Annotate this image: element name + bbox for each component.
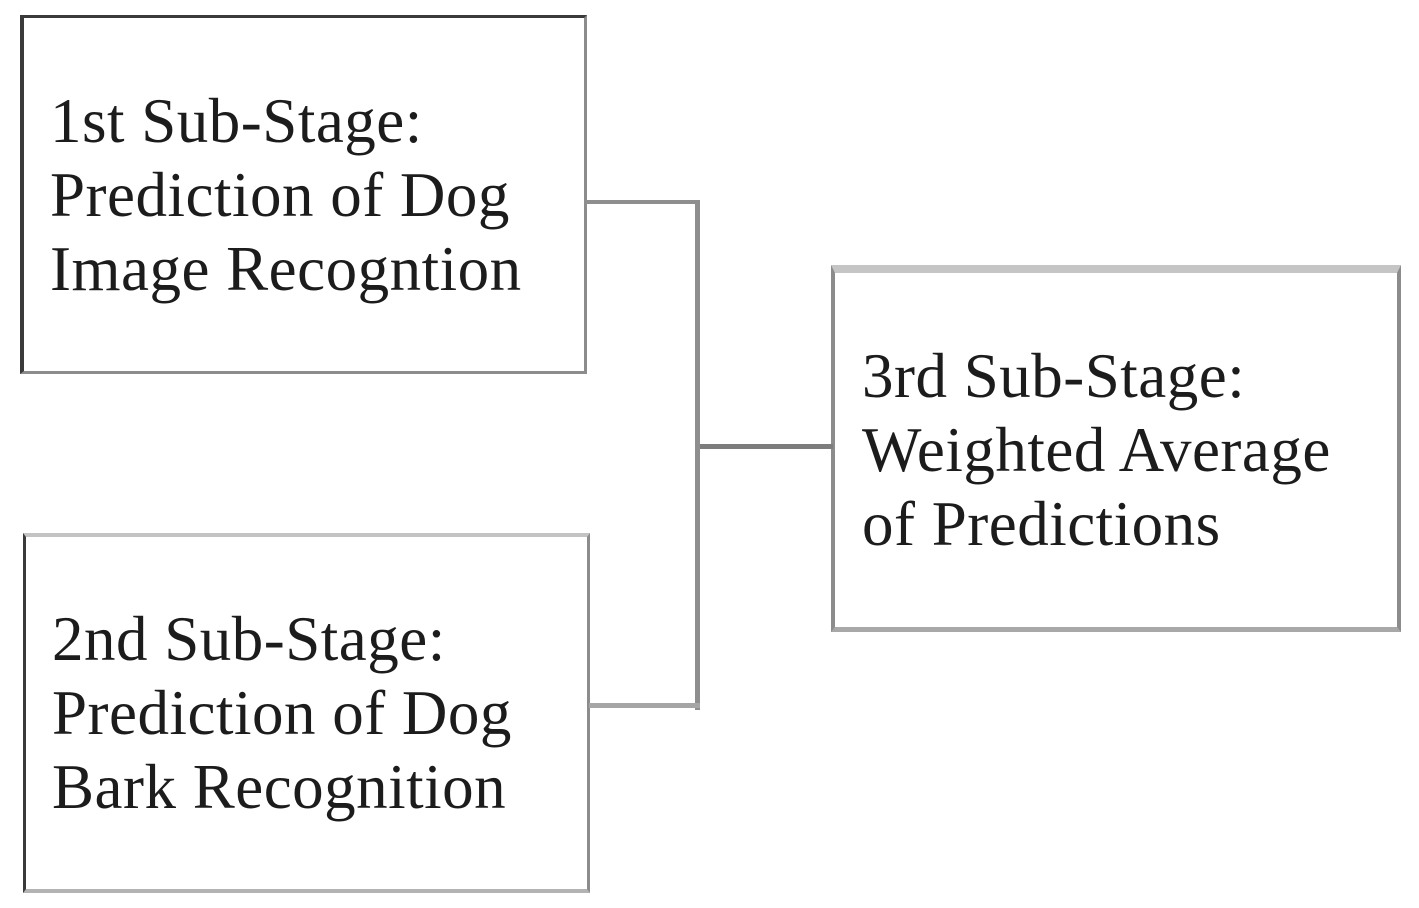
stage3-text-line2: Weighted Average (862, 415, 1331, 485)
stage2-text-line3: Bark Recognition (52, 752, 507, 822)
stage1-box: 1st Sub-Stage: Prediction of Dog Image R… (20, 15, 587, 374)
stage1-text-line2: Prediction of Dog (50, 159, 510, 230)
stage3-text-line1: 3rd Sub-Stage: (862, 341, 1246, 411)
stage1-text-line3: Image Recogntion (50, 233, 522, 304)
stage1-text-line1: 1st Sub-Stage: (50, 85, 423, 156)
connector-stage3-horizontal (700, 444, 833, 449)
connector-stage1-horizontal (584, 200, 700, 204)
stage2-box: 2nd Sub-Stage: Prediction of Dog Bark Re… (23, 533, 590, 893)
stage2-text-line1: 2nd Sub-Stage: (52, 604, 446, 674)
stage3-text-line3: of Predictions (862, 489, 1221, 559)
stage2-text-line2: Prediction of Dog (52, 678, 512, 748)
connector-vertical-trunk (695, 200, 700, 710)
stage3-box: 3rd Sub-Stage: Weighted Average of Predi… (831, 265, 1401, 632)
connector-stage2-horizontal (589, 703, 700, 708)
